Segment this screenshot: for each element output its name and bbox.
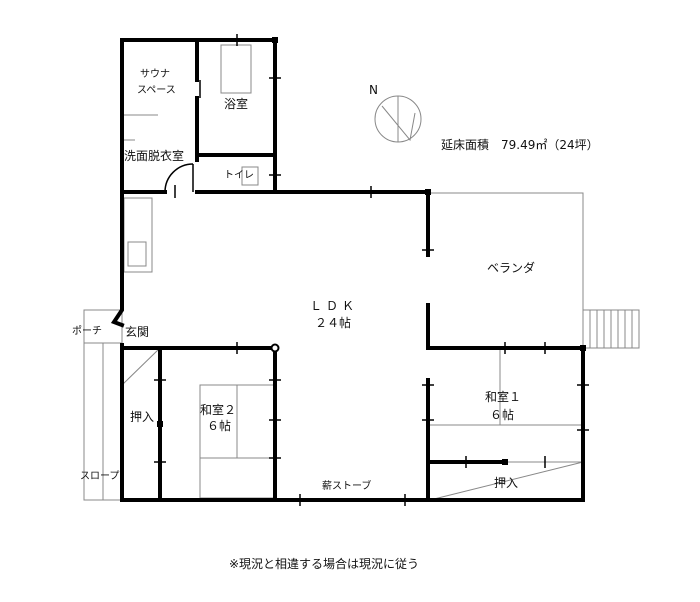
washitsu2-label-1: 和室２ — [200, 403, 237, 417]
porch-label: ポーチ — [72, 326, 102, 337]
washitsu1-label-2: ６帖 — [490, 408, 515, 422]
ldk-label-1: ＬＤＫ — [310, 299, 359, 313]
bath-label: 浴室 — [224, 97, 249, 111]
toilet-label: トイレ — [224, 170, 254, 181]
floor-area-label: 延床面積 79.49㎡（24坪） — [441, 138, 599, 152]
veranda-label: ベランダ — [487, 261, 536, 275]
sauna-label-1: サウナ — [140, 69, 170, 80]
north-label: N — [369, 83, 378, 97]
entrance-label: 玄関 — [125, 325, 150, 339]
washroom-label: 洗面脱衣室 — [124, 149, 185, 163]
door-ticks — [154, 34, 589, 506]
stove-label: 薪ストーブ — [322, 481, 372, 492]
door-arcs — [164, 163, 194, 198]
closet-right-label: 押入 — [494, 476, 519, 490]
disclaimer-note: ※現況と相違する場合は現況に従う — [229, 557, 420, 571]
washitsu2-label-2: ６帖 — [207, 419, 232, 433]
posts — [157, 37, 586, 465]
ldk-label-2: ２４帖 — [315, 316, 352, 330]
thin-lines — [83, 44, 640, 501]
washitsu1-label-1: 和室１ — [485, 390, 522, 404]
sauna-label-2: スペース — [137, 85, 176, 96]
slope-label: スロープ — [80, 471, 120, 482]
closet-left-label: 押入 — [130, 410, 155, 424]
